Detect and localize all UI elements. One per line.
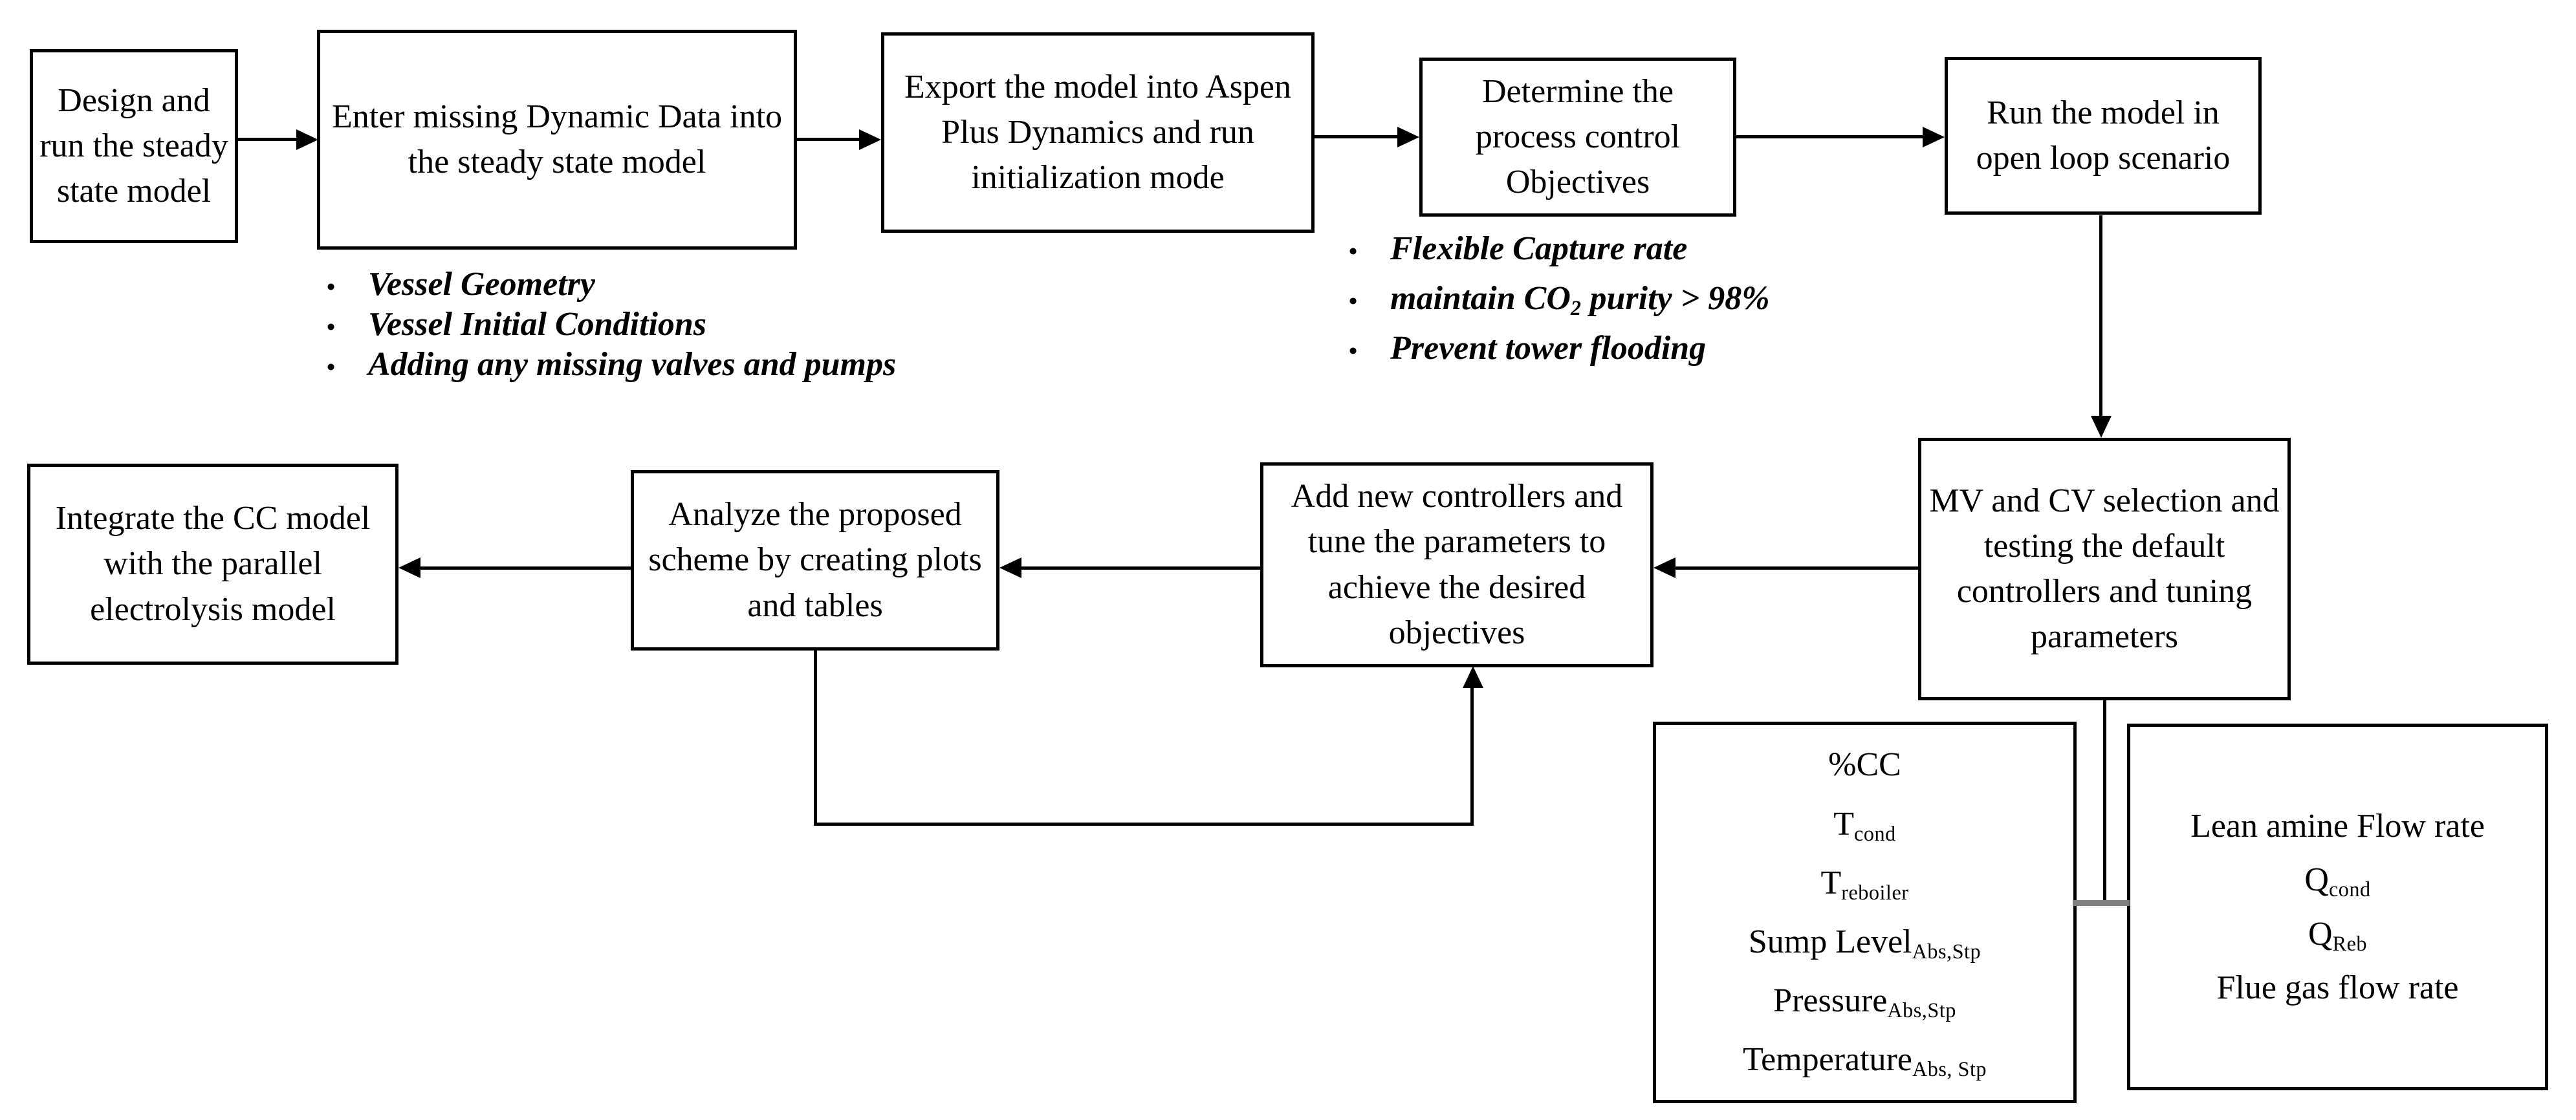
variable-item: Qcond (2304, 861, 2371, 901)
variable-item: Tcond (1833, 805, 1896, 845)
list-item-text: Vessel Geometry (368, 266, 595, 303)
variable-item: PressureAbs,Stp (1773, 982, 1956, 1022)
bullet-icon: • (327, 354, 336, 381)
connector-add-controllers-to-analyze (1021, 566, 1260, 570)
box-design-steady-state: Design and run the steady state model (30, 49, 238, 243)
arrowhead-left-icon (1654, 557, 1675, 578)
variable-item: QReb (2308, 915, 2367, 955)
list-item-text: Vessel Initial Conditions (368, 306, 707, 343)
variable-item: %CC (1828, 746, 1901, 784)
box-design-steady-state-label: Design and run the steady state model (39, 81, 228, 210)
connector-analyze-to-integrate (420, 566, 631, 570)
feedback-line-across (814, 823, 1474, 826)
variable-item: Sump LevelAbs,Stp (1748, 923, 1981, 964)
box-enter-dynamic-data: Enter missing Dynamic Data into the stea… (317, 30, 797, 250)
connector-export-to-objectives (1315, 135, 1397, 138)
list-item: • Prevent tower flooding (1349, 329, 1770, 379)
box-open-loop-scenario-label: Run the model in open loop scenario (1976, 94, 2231, 177)
box-mv-cv-selection: MV and CV selection and testing the defa… (1918, 438, 2291, 700)
list-item-text: Adding any missing valves and pumps (368, 346, 897, 383)
box-controlled-variables: %CC Tcond Treboiler Sump LevelAbs,Stp Pr… (1653, 722, 2077, 1103)
box-process-control-objectives-label: Determine the process control Objectives (1475, 72, 1681, 201)
arrowhead-right-icon (859, 129, 881, 150)
junction-connector (2073, 900, 2130, 906)
connector-objectives-to-open-loop (1736, 135, 1923, 138)
arrowhead-right-icon (1397, 127, 1419, 147)
arrowhead-down-icon (2091, 416, 2112, 438)
box-analyze-scheme: Analyze the proposed scheme by creating … (631, 470, 999, 651)
list-item-text: maintain CO2 purity > 98% (1390, 280, 1770, 320)
box-mv-cv-selection-label: MV and CV selection and testing the defa… (1929, 482, 2280, 656)
list-item-text: Prevent tower flooding (1390, 330, 1707, 367)
variable-item: Treboiler (1820, 864, 1909, 904)
box-process-control-objectives: Determine the process control Objectives (1419, 58, 1736, 217)
bullet-icon: • (327, 314, 336, 341)
box-export-aspen-dynamics: Export the model into Aspen Plus Dynamic… (881, 32, 1315, 233)
box-open-loop-scenario: Run the model in open loop scenario (1945, 57, 2262, 215)
box-export-aspen-dynamics-label: Export the model into Aspen Plus Dynamic… (904, 68, 1291, 197)
box-add-controllers-label: Add new controllers and tune the paramet… (1291, 478, 1623, 651)
arrowhead-up-icon (1463, 666, 1483, 688)
arrowhead-right-icon (1923, 127, 1945, 147)
connector-dynamic-data-to-export (797, 138, 859, 141)
connector-mv-cv-to-add-controllers (1675, 566, 1918, 570)
box-integrate-cc-model-label: Integrate the CC model with the parallel… (55, 500, 371, 628)
arrowhead-left-icon (999, 557, 1021, 578)
box-enter-dynamic-data-label: Enter missing Dynamic Data into the stea… (331, 98, 783, 180)
list-item: • maintain CO2 purity > 98% (1349, 279, 1770, 329)
bullet-icon: • (327, 274, 336, 301)
variable-item: Flue gas flow rate (2216, 969, 2459, 1006)
dynamic-data-bullet-list: • Vessel Geometry • Vessel Initial Condi… (327, 265, 896, 385)
bullet-icon: • (1349, 288, 1358, 315)
arrowhead-right-icon (296, 129, 318, 150)
list-item: • Vessel Initial Conditions (327, 305, 896, 345)
list-item: • Flexible Capture rate (1349, 230, 1770, 279)
bullet-icon: • (1349, 338, 1358, 365)
arrowhead-left-icon (398, 557, 420, 578)
connector-open-loop-to-mv-cv (2099, 215, 2102, 416)
list-item: • Vessel Geometry (327, 265, 896, 305)
box-add-controllers: Add new controllers and tune the paramet… (1260, 462, 1654, 667)
list-item-text: Flexible Capture rate (1390, 230, 1688, 267)
bullet-icon: • (1349, 239, 1358, 265)
connector-design-to-dynamic-data (238, 138, 296, 141)
box-analyze-scheme-label: Analyze the proposed scheme by creating … (648, 496, 982, 624)
feedback-line-down (814, 651, 817, 825)
list-item: • Adding any missing valves and pumps (327, 345, 896, 385)
feedback-line-up (1470, 688, 1474, 826)
box-manipulated-variables: Lean amine Flow rate Qcond QReb Flue gas… (2127, 724, 2548, 1090)
variable-item: Lean amine Flow rate (2190, 808, 2485, 845)
box-integrate-cc-model: Integrate the CC model with the parallel… (27, 464, 398, 665)
variable-item: TemperatureAbs, Stp (1742, 1041, 1987, 1081)
objectives-bullet-list: • Flexible Capture rate • maintain CO2 p… (1349, 230, 1770, 379)
connector-mv-cv-to-variables (2103, 700, 2106, 902)
